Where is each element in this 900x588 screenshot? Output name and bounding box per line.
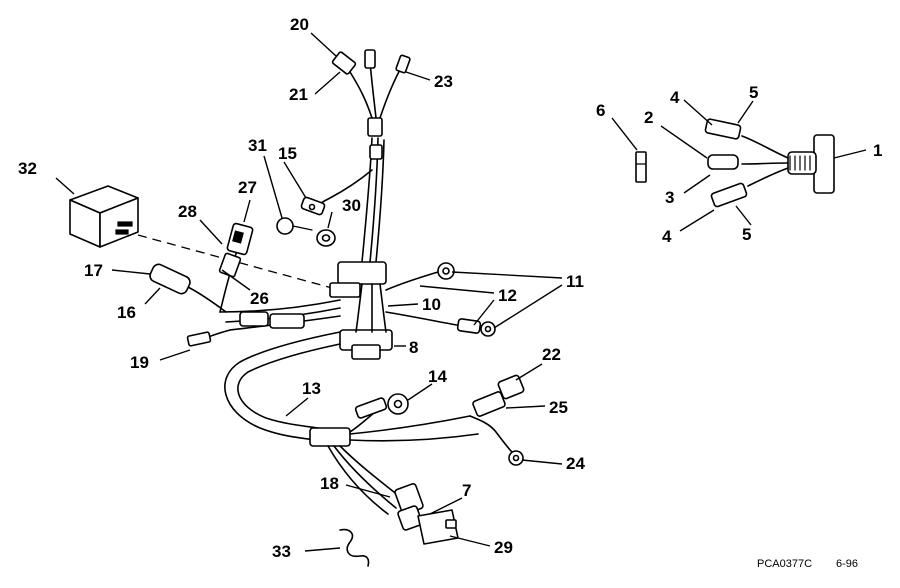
callout-6: 6 [596,101,605,120]
hook-clip [339,528,370,567]
callout-26: 26 [250,289,269,308]
callout-19: 19 [130,353,149,372]
callout-1: 1 [873,141,882,160]
callout-30: 30 [342,196,361,215]
relay-part [69,185,139,248]
callout-8: 8 [409,338,418,357]
callout-17: 17 [84,261,103,280]
callout-31: 31 [248,136,267,155]
callout-4-upper: 4 [670,88,680,107]
callout-23: 23 [434,72,453,91]
relay-mount-dash [137,234,333,289]
stop-switch-assembly [635,118,835,208]
callout-15: 15 [278,144,297,163]
callout-labels: 1 2 3 4 4 5 5 6 7 8 10 11 12 13 14 15 16… [18,15,882,561]
callout-29: 29 [494,538,513,557]
callout-27: 27 [238,178,257,197]
callout-20: 20 [290,15,309,34]
callout-12: 12 [498,286,517,305]
callout-25: 25 [549,398,568,417]
drawing-reference: PCA0377C [757,558,812,570]
callout-2: 2 [644,108,653,127]
leader-lines [55,32,867,552]
callout-5-upper: 5 [749,83,758,102]
screw-and-washer [276,217,336,247]
callout-18: 18 [320,474,339,493]
callout-11: 11 [566,272,584,291]
callout-16: 16 [117,303,136,322]
callout-21: 21 [289,85,308,104]
callout-7: 7 [462,481,471,500]
callout-4-lower: 4 [662,227,672,246]
callout-10: 10 [422,295,441,314]
callout-24: 24 [566,454,585,473]
callout-22: 22 [542,345,561,364]
callout-14: 14 [428,367,447,386]
callout-5-lower: 5 [742,225,751,244]
callout-32: 32 [18,159,37,178]
callout-33: 33 [272,542,291,561]
drawing-date: 6-96 [836,558,858,570]
callout-13: 13 [302,379,321,398]
callout-3: 3 [665,188,674,207]
main-harness [149,49,525,545]
callout-28: 28 [178,202,197,221]
